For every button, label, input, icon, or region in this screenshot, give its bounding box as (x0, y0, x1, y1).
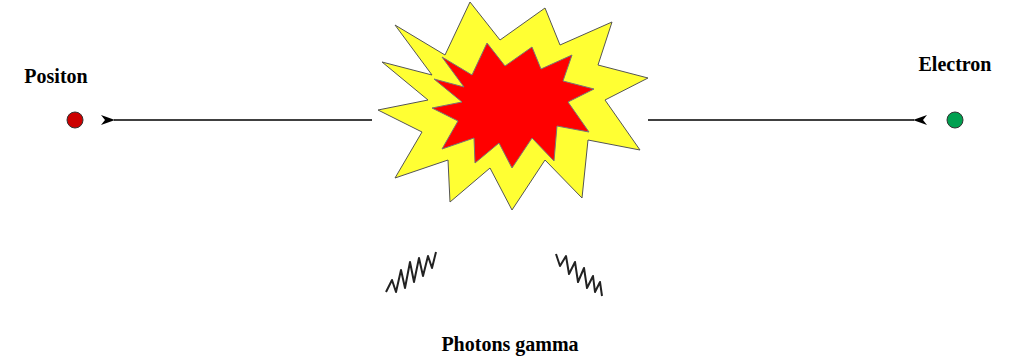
particle-label: Positon (24, 64, 87, 88)
photon-label: Photons gamma (441, 332, 578, 356)
photon-wave (386, 252, 436, 292)
electron-arrow (648, 119, 914, 121)
positron-dot (67, 112, 83, 128)
explosion-outer (378, 2, 648, 210)
explosion-inner (432, 43, 594, 168)
positron-arrow (114, 119, 372, 121)
particle-label: Electron (919, 52, 992, 76)
electron-dot (947, 112, 963, 128)
photon-wave (556, 254, 602, 296)
